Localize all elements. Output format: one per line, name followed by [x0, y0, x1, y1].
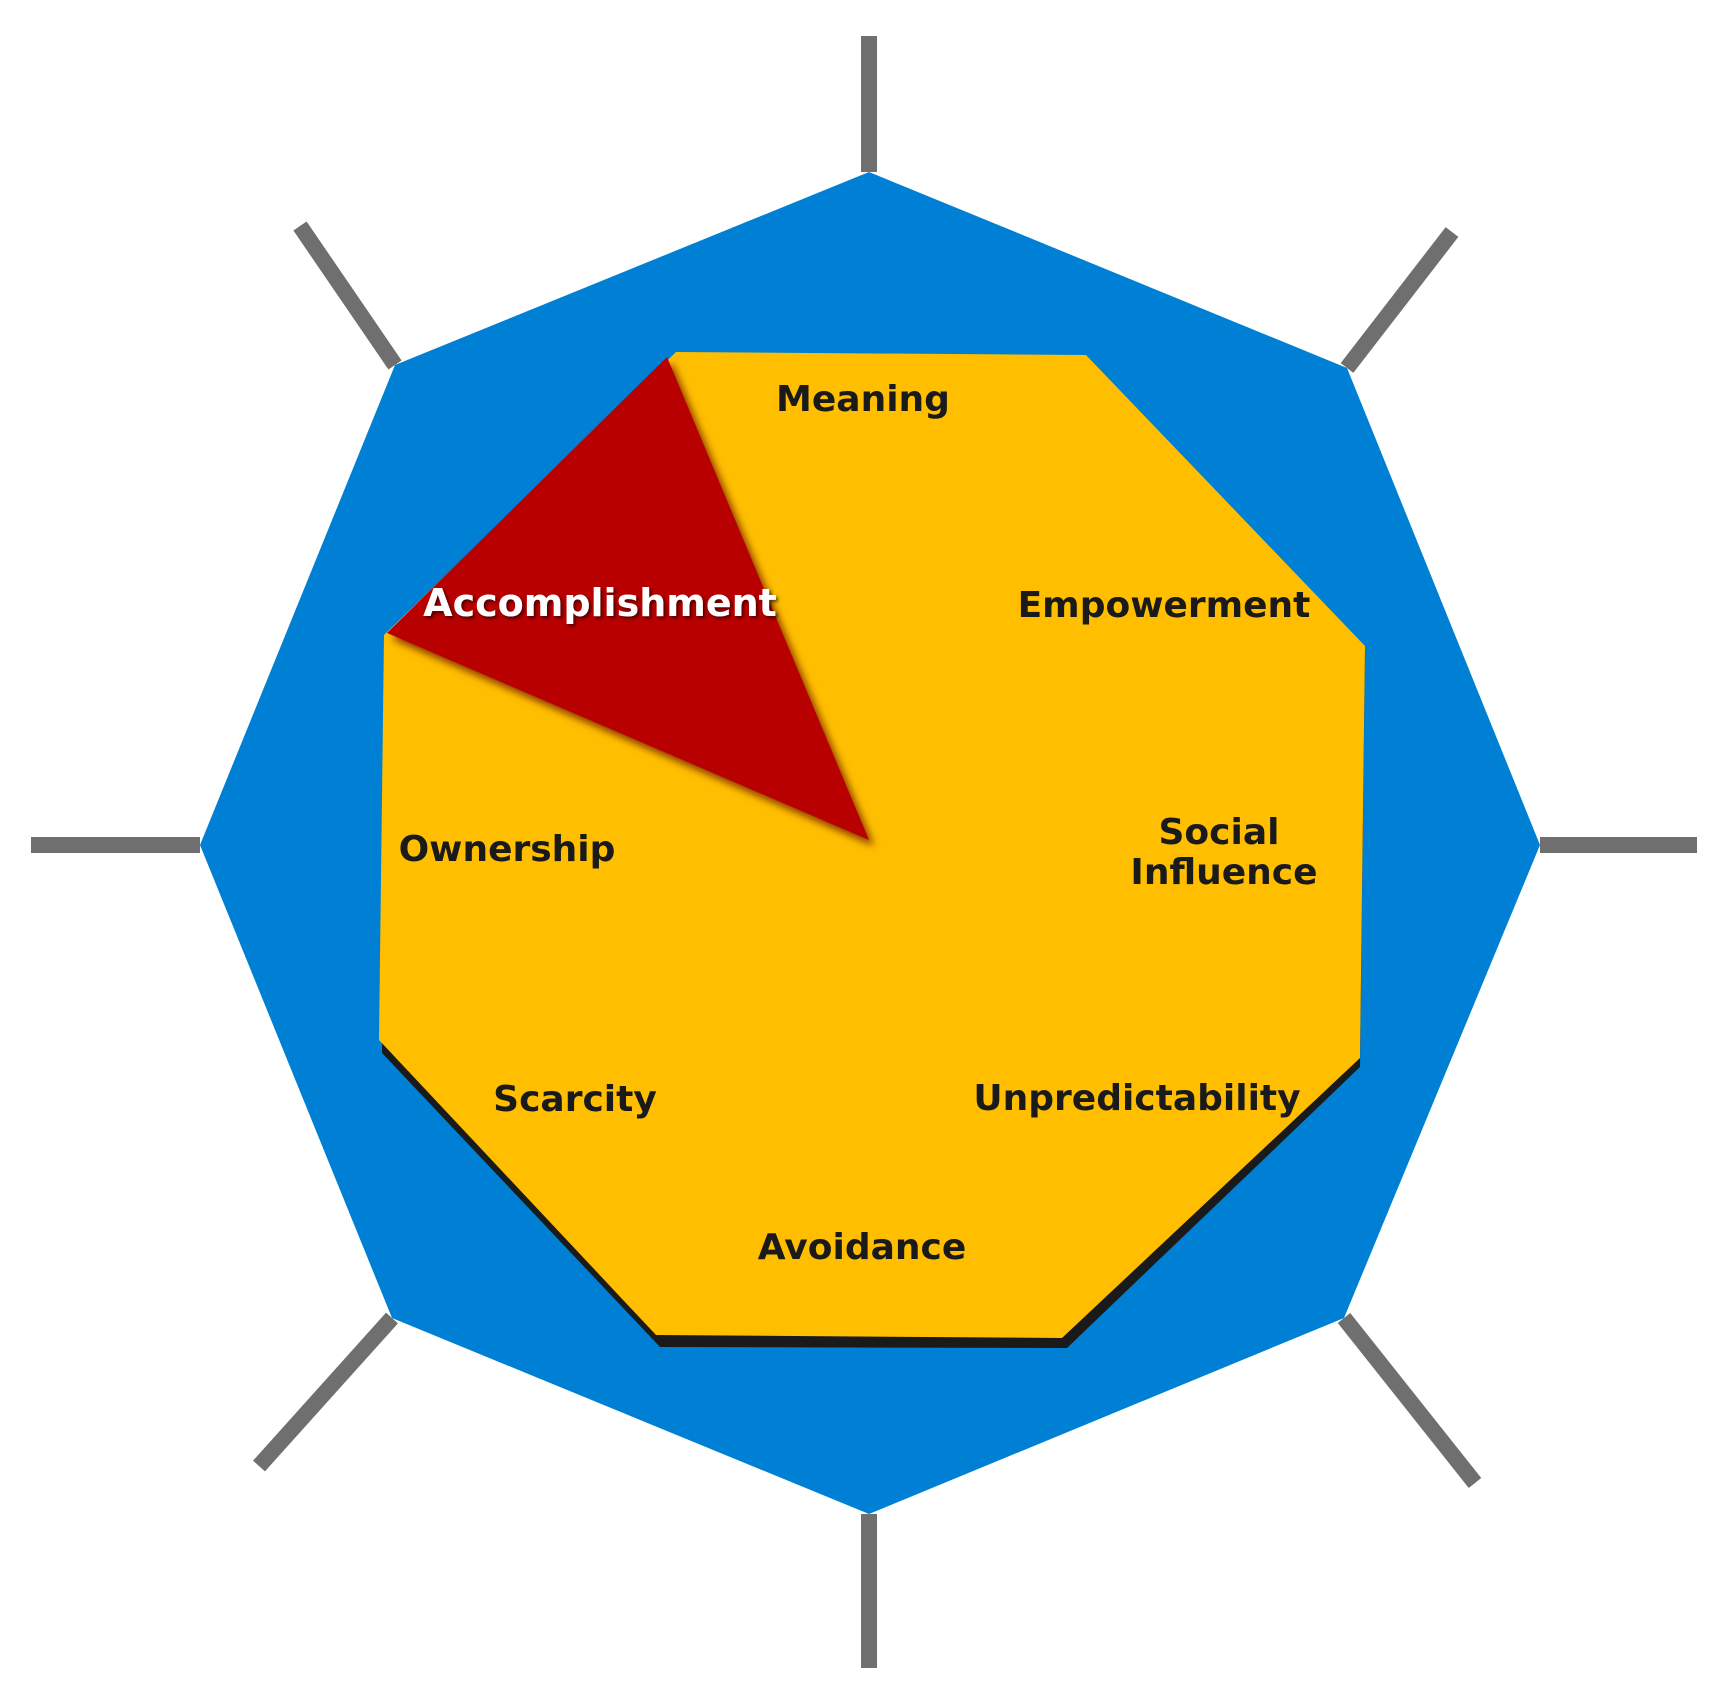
label-ownership: Ownership [399, 829, 616, 870]
label-unpredictability: Unpredictability [973, 1078, 1300, 1119]
label-empowerment: Empowerment [1018, 585, 1311, 626]
label-avoidance: Avoidance [758, 1227, 967, 1268]
accomplishment-wedge [387, 357, 869, 840]
label-social-influence-line2: Influence [1130, 852, 1317, 893]
spoke-bottom-right [1337, 1313, 1482, 1488]
spoke-top-left [293, 221, 402, 370]
label-accomplishment: Accomplishment [423, 581, 777, 625]
spoke-top-right [1340, 227, 1459, 373]
label-social-influence-line1: Social [1159, 812, 1280, 853]
label-meaning: Meaning [776, 379, 950, 420]
label-scarcity: Scarcity [493, 1079, 657, 1120]
spoke-bottom-left [253, 1312, 398, 1472]
spokes [31, 36, 1697, 1668]
